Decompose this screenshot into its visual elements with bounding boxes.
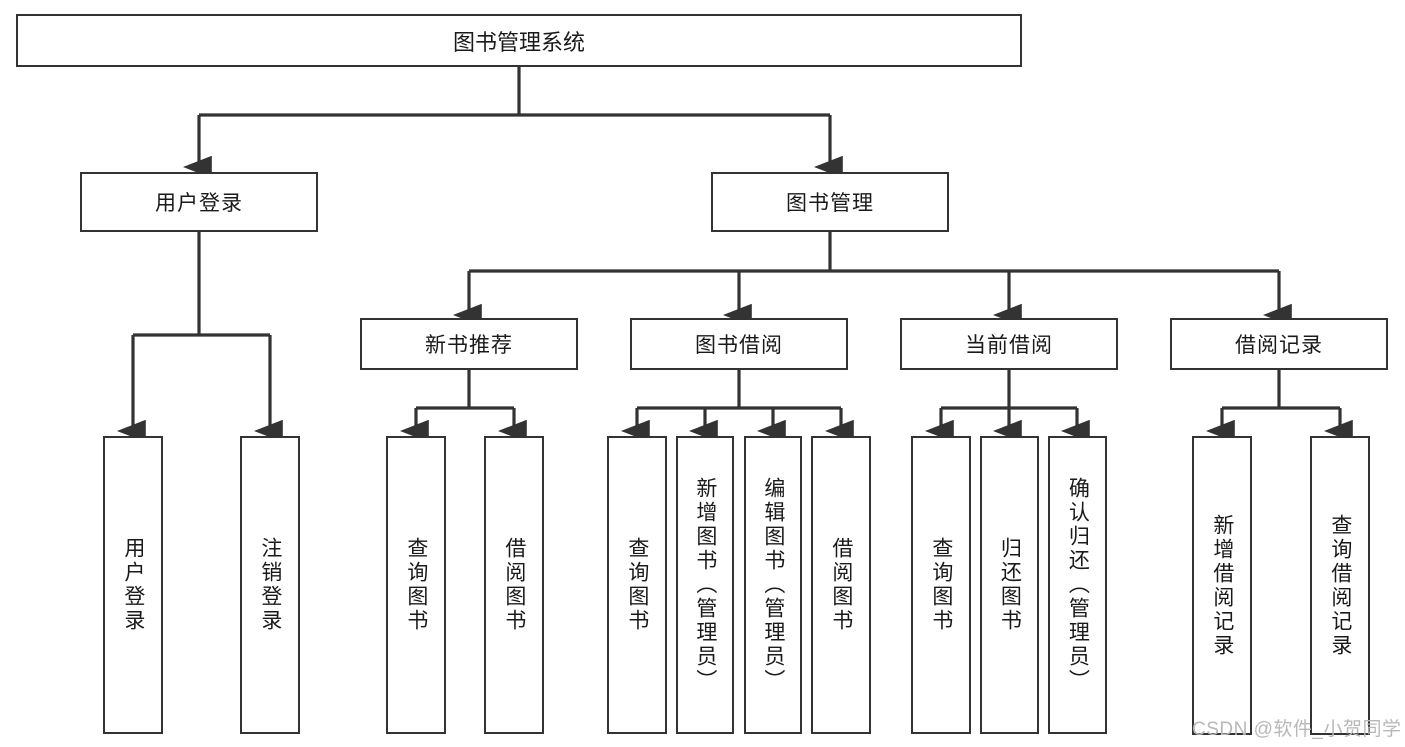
leaf-record-add-record[interactable]: 新增借阅记录 — [1192, 436, 1252, 735]
leaf-label: 借阅图书 — [502, 537, 526, 633]
leaf-borrow-add-book-admin[interactable]: 新增图书（管理员） — [676, 436, 734, 734]
leaf-label: 查询图书 — [625, 537, 649, 633]
node-user-login[interactable]: 用户登录 — [80, 172, 318, 232]
leaf-label: 用户登录 — [121, 537, 145, 633]
leaf-label: 新增借阅记录 — [1210, 513, 1234, 658]
leaf-user-login-logout[interactable]: 注销登录 — [240, 436, 300, 734]
leaf-record-query-record[interactable]: 查询借阅记录 — [1310, 436, 1370, 735]
leaf-current-return-book[interactable]: 归还图书 — [980, 436, 1039, 734]
node-root-system[interactable]: 图书管理系统 — [16, 14, 1022, 67]
leaf-label: 确认归还（管理员） — [1066, 477, 1090, 693]
leaf-borrow-borrow-book[interactable]: 借阅图书 — [811, 436, 871, 734]
leaf-label: 借阅图书 — [829, 537, 853, 633]
leaf-current-confirm-return-admin[interactable]: 确认归还（管理员） — [1048, 436, 1107, 734]
leaf-label: 查询借阅记录 — [1328, 513, 1352, 658]
leaf-borrow-query-book[interactable]: 查询图书 — [607, 436, 667, 734]
leaf-label: 新增图书（管理员） — [693, 477, 717, 693]
node-book-borrow[interactable]: 图书借阅 — [630, 318, 848, 370]
leaf-label: 查询图书 — [404, 537, 428, 633]
leaf-current-query-book[interactable]: 查询图书 — [911, 436, 971, 734]
leaf-borrow-edit-book-admin[interactable]: 编辑图书（管理员） — [744, 436, 802, 734]
leaf-user-login-login[interactable]: 用户登录 — [103, 436, 163, 734]
leaf-new-book-query[interactable]: 查询图书 — [386, 436, 446, 734]
node-borrow-record[interactable]: 借阅记录 — [1170, 318, 1388, 370]
leaf-label: 归还图书 — [998, 537, 1022, 633]
watermark-text: CSDN @软件_小贺同学 — [1192, 719, 1402, 740]
node-current-borrow[interactable]: 当前借阅 — [900, 318, 1118, 370]
leaf-label: 编辑图书（管理员） — [761, 477, 785, 693]
leaf-new-book-borrow[interactable]: 借阅图书 — [484, 436, 544, 734]
node-book-management[interactable]: 图书管理 — [711, 172, 949, 232]
node-new-book-recommend[interactable]: 新书推荐 — [360, 318, 578, 370]
leaf-label: 查询图书 — [929, 537, 953, 633]
leaf-label: 注销登录 — [258, 537, 282, 633]
